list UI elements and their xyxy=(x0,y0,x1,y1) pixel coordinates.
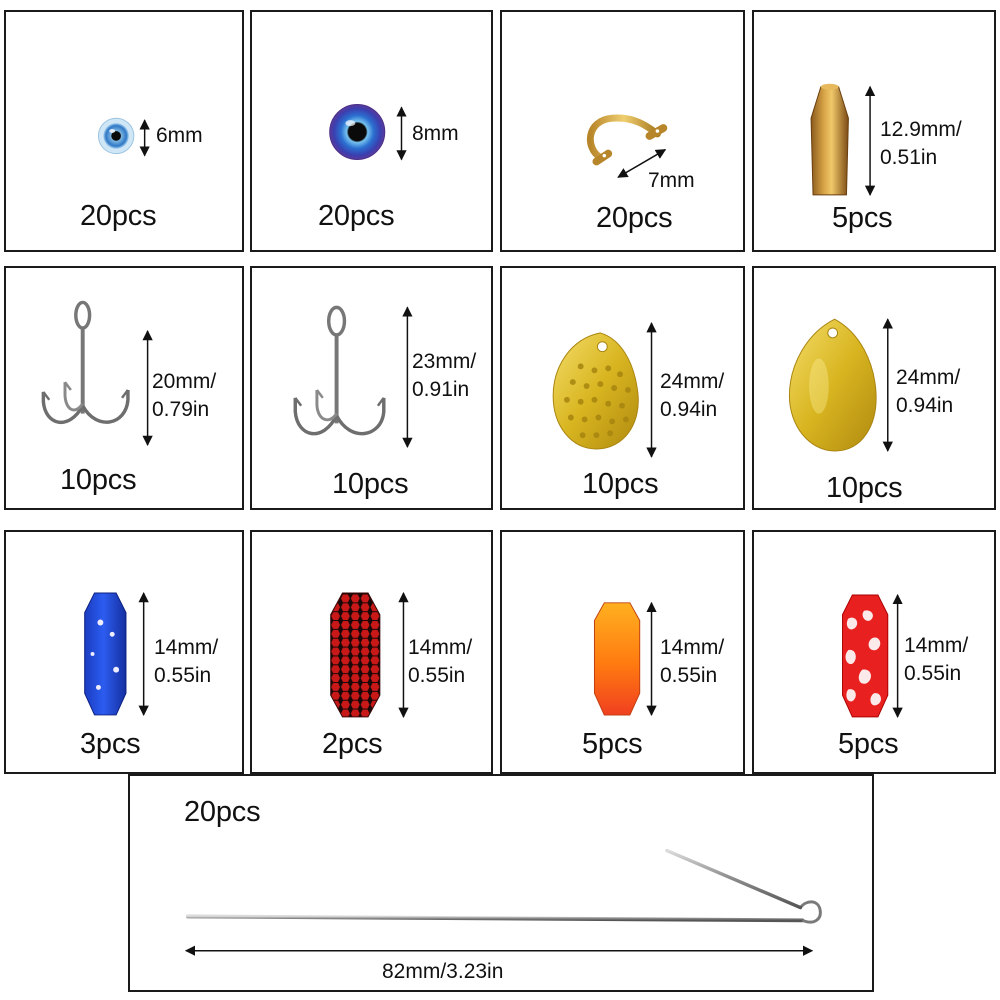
size-label: 14mm/ 0.55in xyxy=(154,636,219,687)
quantity-label: 5pcs xyxy=(582,728,643,760)
size-label: 20mm/ 0.79in xyxy=(152,370,217,421)
treble-hook-small-image xyxy=(41,300,153,447)
quantity-label: 20pcs xyxy=(318,200,395,232)
item-bead-red-white: 14mm/ 0.55in 5pcs xyxy=(752,530,996,774)
fish-eye-blue-image xyxy=(97,117,150,157)
quantity-label: 20pcs xyxy=(184,796,261,828)
quantity-label: 2pcs xyxy=(322,728,383,760)
split-ring-image xyxy=(586,114,668,178)
item-split-ring-7mm: 7mm 20pcs xyxy=(500,10,745,252)
quantity-label: 20pcs xyxy=(596,202,673,234)
size-label: 24mm/ 0.94in xyxy=(660,370,725,421)
fish-eye-purple-image xyxy=(329,103,407,161)
quantity-label: 20pcs xyxy=(80,200,157,232)
orange-bead-image xyxy=(593,601,657,716)
hammered-spinner-blade-image xyxy=(552,322,657,458)
treble-hook-large-image xyxy=(293,305,413,449)
quantity-label: 10pcs xyxy=(582,468,659,500)
item-eye-8mm: 8mm 20pcs xyxy=(250,10,493,252)
item-treble-hook-23mm: 23mm/ 0.91in 10pcs xyxy=(250,266,493,510)
item-brass-weight: 12.9mm/ 0.51in 5pcs xyxy=(752,10,996,252)
red-hex-bead-image xyxy=(330,591,409,718)
size-label: 6mm xyxy=(156,124,203,147)
item-eye-6mm: 6mm 20pcs xyxy=(4,10,244,252)
red-white-bead-image xyxy=(842,593,903,718)
smooth-spinner-blade-image xyxy=(788,318,893,452)
item-bead-red-hex: 14mm/ 0.55in 2pcs xyxy=(250,530,493,774)
size-label: 14mm/ 0.55in xyxy=(904,634,969,685)
size-label: 14mm/ 0.55in xyxy=(660,636,725,687)
item-bead-blue: 14mm/ 0.55in 3pcs xyxy=(4,530,244,774)
size-label: 7mm xyxy=(648,169,695,192)
item-treble-hook-20mm: 20mm/ 0.79in 10pcs xyxy=(4,266,244,510)
quantity-label: 10pcs xyxy=(332,468,409,500)
blue-bead-image xyxy=(84,591,149,716)
item-bead-orange: 14mm/ 0.55in 5pcs xyxy=(500,530,745,774)
item-wire-shaft: 82mm/3.23in 20pcs xyxy=(128,774,874,992)
size-label: 23mm/ 0.91in xyxy=(412,350,477,401)
quantity-label: 5pcs xyxy=(838,728,899,760)
size-label: 8mm xyxy=(412,122,459,145)
wire-shaft-image xyxy=(184,848,822,956)
size-label: 24mm/ 0.94in xyxy=(896,366,961,417)
item-spinner-blade-hammered: 24mm/ 0.94in 10pcs xyxy=(500,266,745,510)
quantity-label: 10pcs xyxy=(60,464,137,496)
size-label: 12.9mm/ 0.51in xyxy=(880,118,962,169)
size-label: 14mm/ 0.55in xyxy=(408,636,473,687)
quantity-label: 10pcs xyxy=(826,472,903,504)
brass-bullet-weight-image xyxy=(810,83,876,196)
item-spinner-blade-smooth: 24mm/ 0.94in 10pcs xyxy=(752,266,996,510)
size-label: 82mm/3.23in xyxy=(382,960,504,983)
quantity-label: 3pcs xyxy=(80,728,141,760)
quantity-label: 5pcs xyxy=(832,202,893,234)
